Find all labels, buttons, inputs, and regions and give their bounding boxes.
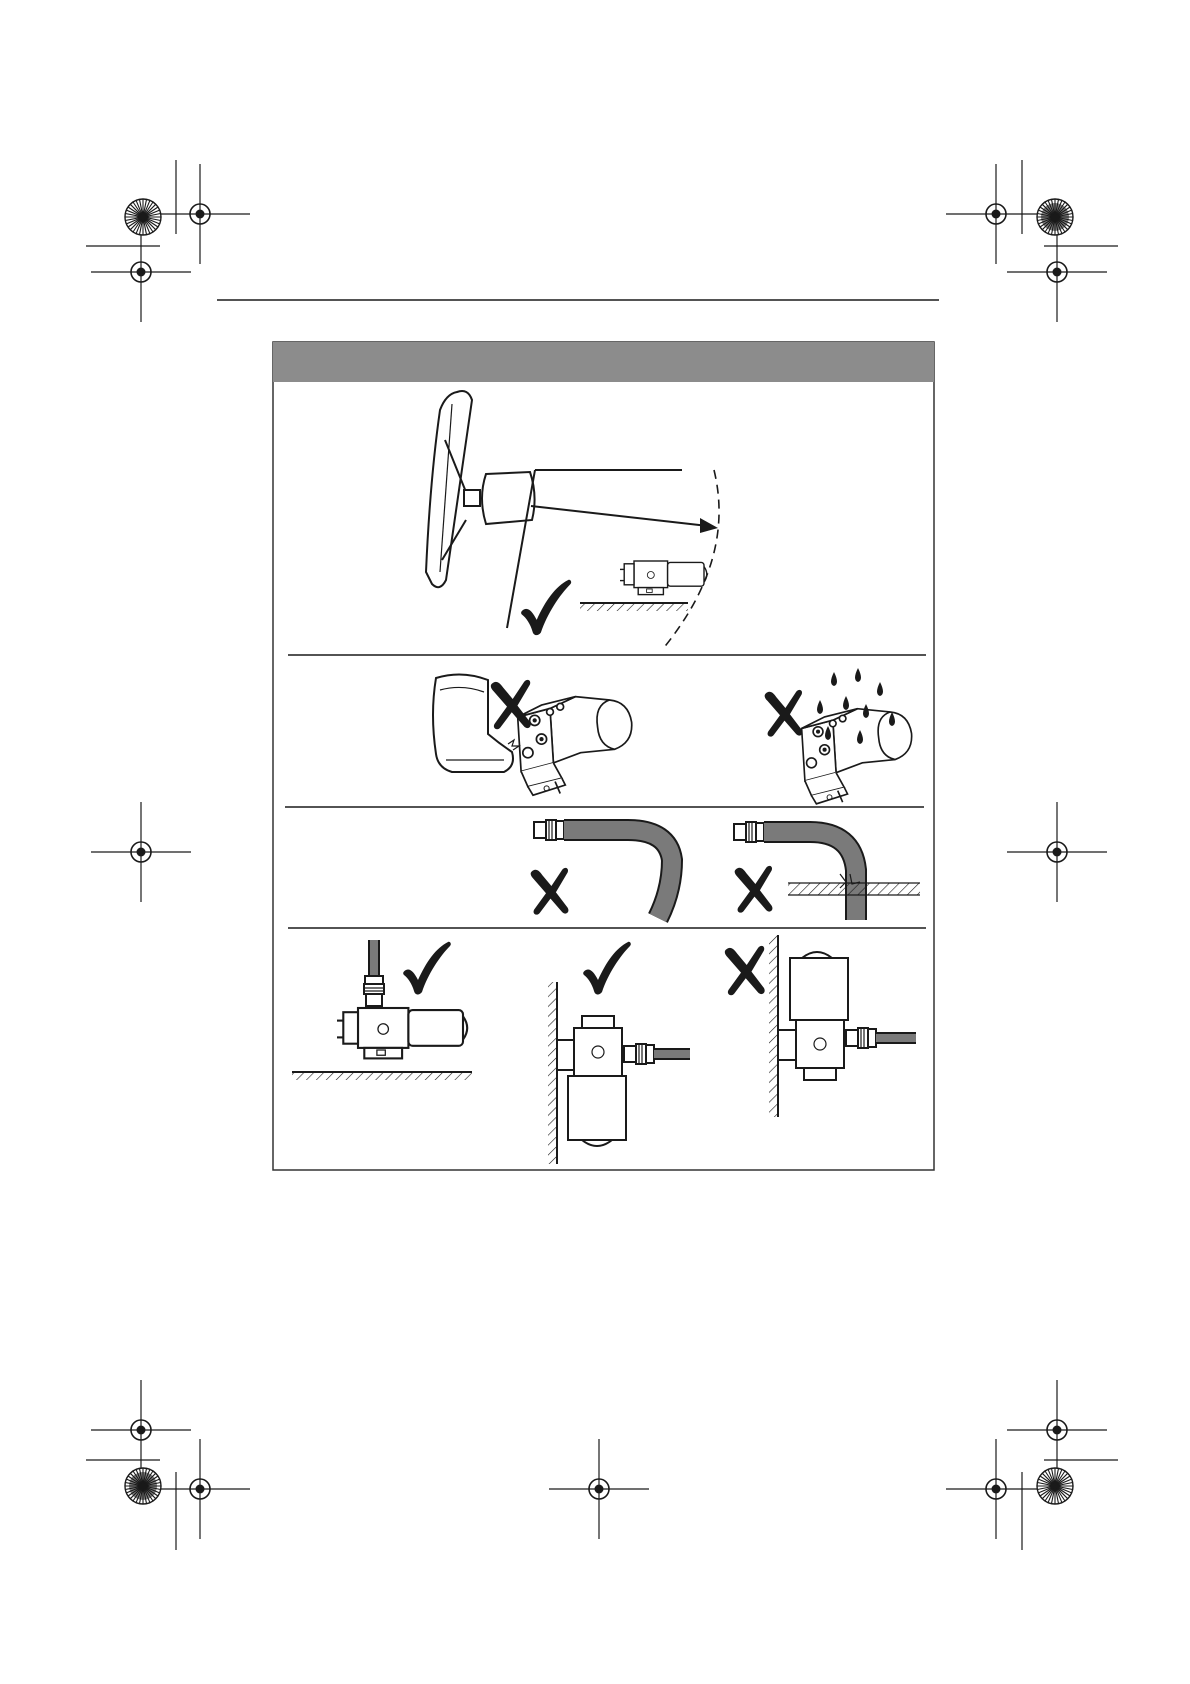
hose-fitting-icon [624,1044,654,1064]
mounting-wall [548,982,557,1164]
bulkhead-icon [788,883,920,895]
hose-fitting-icon [534,820,564,840]
hose-fitting-icon [734,822,764,842]
hose-fitting-icon [364,976,384,1006]
mounting-surface [292,1072,472,1080]
hose-fitting-icon [846,1028,876,1048]
mounting-wall [769,935,778,1117]
mounting-surface [580,603,688,611]
panel-header [273,342,934,382]
